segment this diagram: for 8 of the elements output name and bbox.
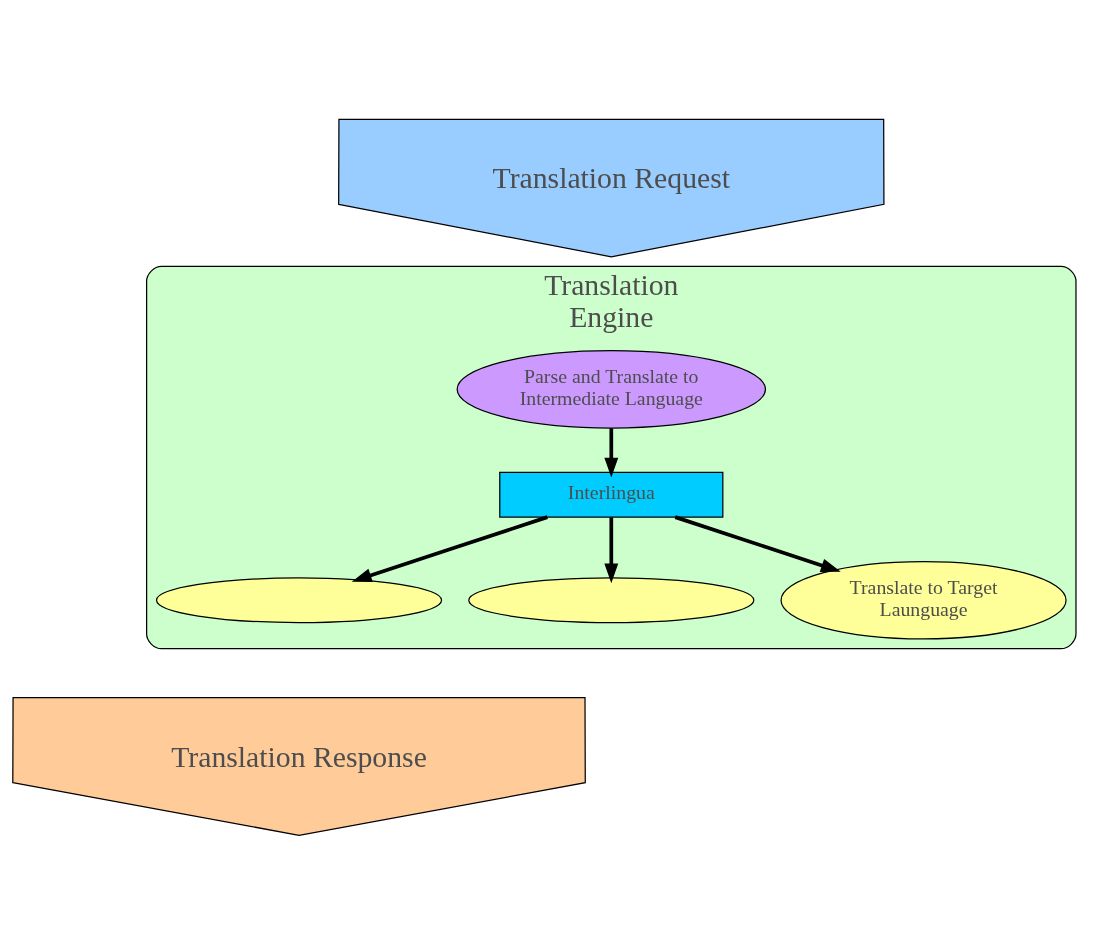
node-box: Interlingua <box>499 471 724 518</box>
node-ellipse: Parse and Translate to Intermediate Language <box>456 349 767 429</box>
node-ellipse <box>155 576 443 623</box>
arrow <box>351 514 548 582</box>
arrow <box>674 514 841 572</box>
node-ellipse <box>468 576 755 623</box>
arrow <box>604 516 619 583</box>
arrow <box>604 427 619 478</box>
